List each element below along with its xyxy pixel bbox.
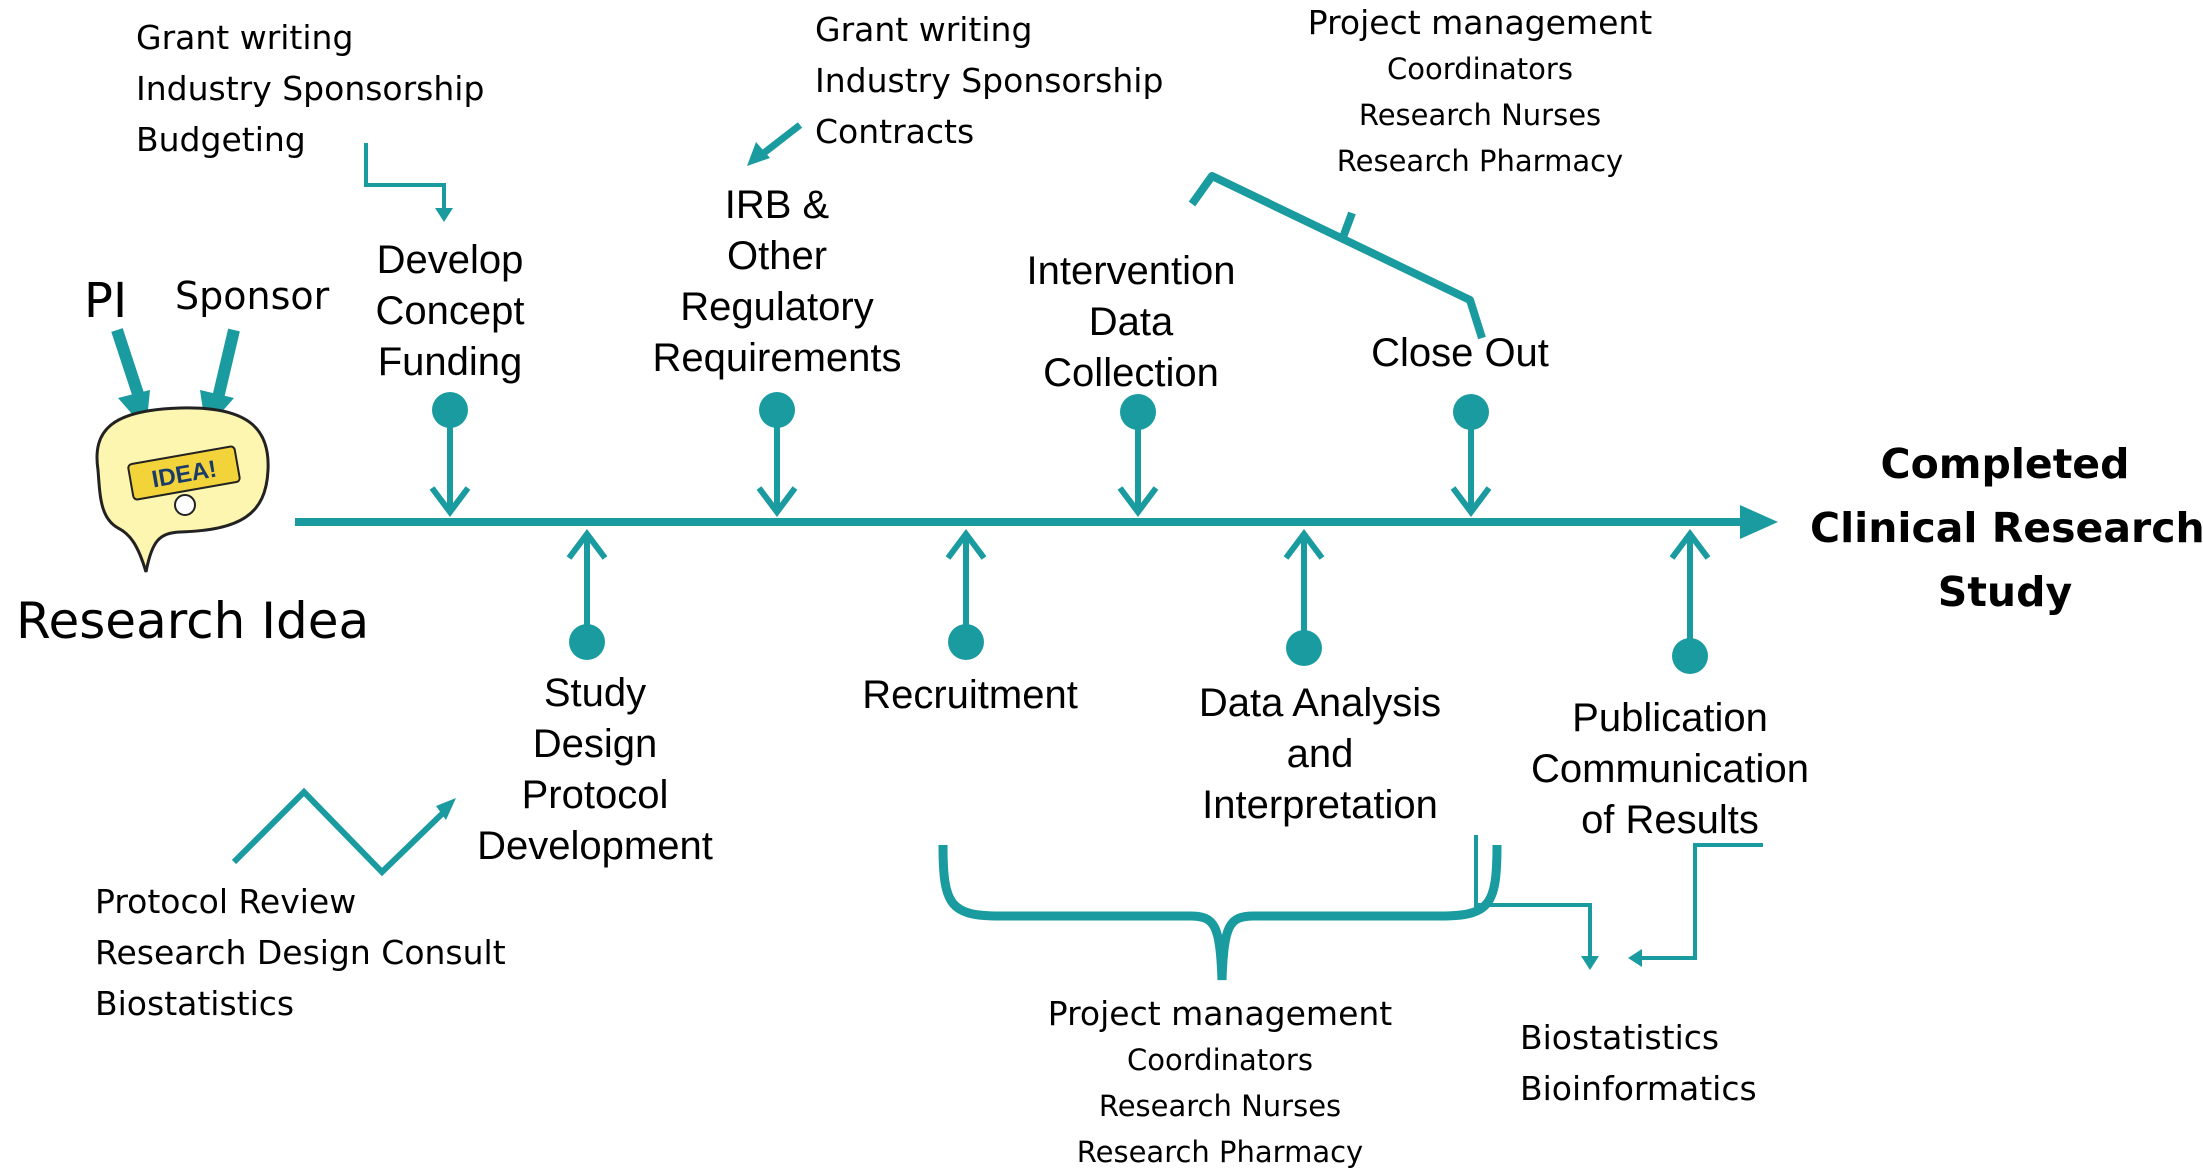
- stage-line: Design: [532, 722, 658, 766]
- design-support-note: Protocol Review Research Design Consult …: [95, 876, 506, 1029]
- stage-line: Data: [1088, 300, 1174, 344]
- pin-publication: [1669, 529, 1711, 674]
- stage-line: Study: [543, 671, 647, 715]
- closeout-support-note: Project management Coordinators Research…: [1270, 0, 1690, 184]
- note-title: Project management: [1047, 994, 1393, 1033]
- note-line: Contracts: [815, 112, 975, 151]
- stage-closeout: Close Out: [1330, 328, 1590, 379]
- note-line: Bioinformatics: [1520, 1069, 1757, 1108]
- pin-recruitment: [945, 529, 987, 660]
- irb-support-arrow: [747, 122, 803, 166]
- stage-line: and: [1286, 732, 1354, 776]
- note-line: Coordinators: [1127, 1043, 1313, 1077]
- analysis-support-connector: [1474, 835, 1599, 970]
- pin-study-design: [566, 529, 608, 660]
- stage-line: Funding: [377, 340, 523, 384]
- publication-support-connector: [1628, 843, 1763, 967]
- note-line: Research Pharmacy: [1336, 144, 1624, 178]
- note-line: Budgeting: [136, 120, 306, 159]
- sponsor-label: Sponsor: [175, 274, 330, 318]
- idea-bubble: IDEA!: [95, 406, 270, 573]
- note-line: Biostatistics: [1520, 1018, 1720, 1057]
- note-line: Industry Sponsorship: [815, 61, 1164, 100]
- stage-line: of Results: [1581, 798, 1759, 842]
- stage-line: Interpretation: [1202, 783, 1438, 827]
- stage-recruitment: Recruitment: [830, 670, 1110, 721]
- note-line: Research Nurses: [1358, 98, 1602, 132]
- stage-line: Develop: [376, 238, 524, 282]
- note-line: Protocol Review: [95, 882, 357, 921]
- goal-line-1: Completed: [1880, 440, 2130, 488]
- stage-publication: Publication Communication of Results: [1510, 693, 1830, 846]
- stage-line: Concept: [375, 289, 525, 333]
- goal-line-2: Clinical Research: [1810, 504, 2203, 552]
- stage-line: IRB &: [724, 183, 830, 227]
- note-line: Coordinators: [1387, 52, 1573, 86]
- note-line: Research Nurses: [1098, 1089, 1342, 1123]
- note-line: Research Design Consult: [95, 933, 506, 972]
- stage-line: Other: [726, 234, 828, 278]
- note-title: Project management: [1307, 3, 1653, 42]
- note-line: Research Pharmacy: [1076, 1135, 1364, 1169]
- pin-closeout: [1450, 394, 1492, 517]
- stage-line: Requirements: [652, 336, 902, 380]
- research-idea-label: Research Idea: [16, 592, 370, 650]
- stage-line: Publication: [1572, 696, 1768, 740]
- stage-study-design: Study Design Protocol Development: [455, 668, 735, 872]
- stage-intervention: Intervention Data Collection: [1001, 246, 1261, 399]
- stage-line: Regulatory: [680, 285, 874, 329]
- goal-line-3: Study: [1937, 568, 2073, 616]
- note-line: Industry Sponsorship: [136, 69, 485, 108]
- design-support-zigzag: [231, 787, 456, 877]
- stage-line: Communication: [1531, 747, 1809, 791]
- funding-support-note: Grant writing Industry Sponsorship Budge…: [136, 12, 484, 165]
- pin-irb: [756, 392, 798, 517]
- stage-line: Collection: [1043, 351, 1219, 395]
- stage-line: Data Analysis: [1198, 681, 1442, 725]
- goal-label: Completed Clinical Research Study: [1810, 432, 2203, 624]
- note-line: Grant writing: [815, 10, 1033, 49]
- stage-line: Protocol: [521, 773, 669, 817]
- note-line: Biostatistics: [95, 984, 295, 1023]
- timeline-axis: [295, 505, 1778, 539]
- pin-intervention: [1117, 394, 1159, 517]
- analysis-support-note: Biostatistics Bioinformatics: [1520, 1012, 1757, 1114]
- stage-line: Intervention: [1026, 249, 1236, 293]
- stage-analysis: Data Analysis and Interpretation: [1180, 678, 1460, 831]
- recruitment-brace: [938, 844, 1502, 981]
- stage-irb: IRB & Other Regulatory Requirements: [617, 180, 937, 384]
- pin-develop: [429, 392, 471, 517]
- irb-support-note: Grant writing Industry Sponsorship Contr…: [815, 4, 1163, 157]
- note-line: Grant writing: [136, 18, 354, 57]
- pin-analysis: [1283, 529, 1325, 666]
- funding-support-arrow: [364, 143, 453, 222]
- closeout-bracket: [1188, 172, 1486, 340]
- stage-develop: Develop Concept Funding: [330, 235, 570, 388]
- pi-label: PI: [84, 273, 128, 329]
- stage-line: Development: [477, 824, 713, 868]
- recruitment-support-note: Project management Coordinators Research…: [1010, 991, 1430, 1175]
- stage-line: Recruitment: [862, 673, 1078, 717]
- stage-line: Close Out: [1371, 331, 1549, 375]
